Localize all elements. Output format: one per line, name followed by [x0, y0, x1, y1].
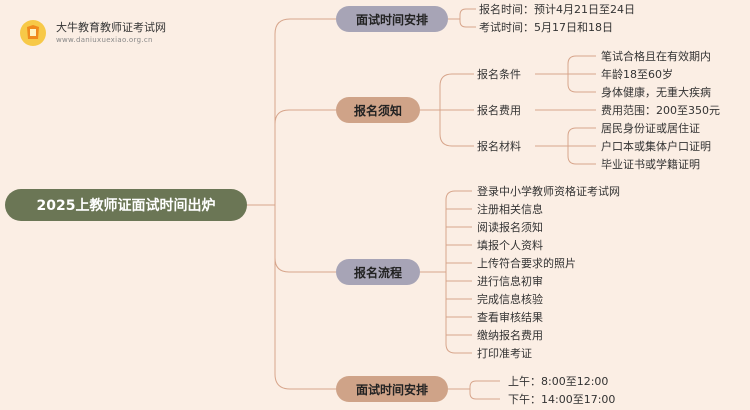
branch-interview-schedule-1: 面试时间安排 [336, 6, 448, 32]
process-step: 注册相关信息 [477, 203, 543, 216]
root-node: 2025上教师证面试时间出炉 [5, 189, 247, 221]
process-step: 完成信息核验 [477, 293, 543, 306]
process-step: 进行信息初审 [477, 275, 543, 288]
branch-interview-schedule-2: 面试时间安排 [336, 376, 448, 402]
leaf-morning-time: 上午：8:00至12:00 [508, 375, 609, 388]
leaf-registration-time: 报名时间：预计4月21日至24日 [479, 3, 635, 16]
branch-registration-process: 报名流程 [336, 259, 420, 285]
leaf-condition: 年龄18至60岁 [601, 68, 673, 81]
sub-registration-conditions: 报名条件 [477, 68, 521, 81]
sub-registration-materials: 报名材料 [477, 140, 521, 153]
leaf-material: 居民身份证或居住证 [601, 122, 700, 135]
site-url: www.daniuxuexiao.org.cn [56, 36, 153, 44]
process-step: 查看审核结果 [477, 311, 543, 324]
process-step: 登录中小学教师资格证考试网 [477, 185, 620, 198]
site-logo-icon [20, 20, 46, 46]
leaf-exam-time: 考试时间：5月17日和18日 [479, 21, 613, 34]
leaf-fee-range: 费用范围：200至350元 [601, 104, 720, 117]
process-step: 上传符合要求的照片 [477, 257, 576, 270]
process-step: 填报个人资料 [477, 239, 543, 252]
leaf-afternoon-time: 下午：14:00至17:00 [508, 393, 616, 406]
leaf-condition: 笔试合格且在有效期内 [601, 50, 711, 63]
leaf-material: 毕业证书或学籍证明 [601, 158, 700, 171]
leaf-condition: 身体健康，无重大疾病 [601, 86, 711, 99]
sub-registration-fee: 报名费用 [477, 104, 521, 117]
leaf-material: 户口本或集体户口证明 [601, 140, 711, 153]
site-name: 大牛教育教师证考试网 [56, 21, 166, 34]
process-step: 打印准考证 [477, 347, 532, 360]
branch-registration-notice: 报名须知 [336, 97, 420, 123]
process-step: 阅读报名须知 [477, 221, 543, 234]
process-step: 缴纳报名费用 [477, 329, 543, 342]
